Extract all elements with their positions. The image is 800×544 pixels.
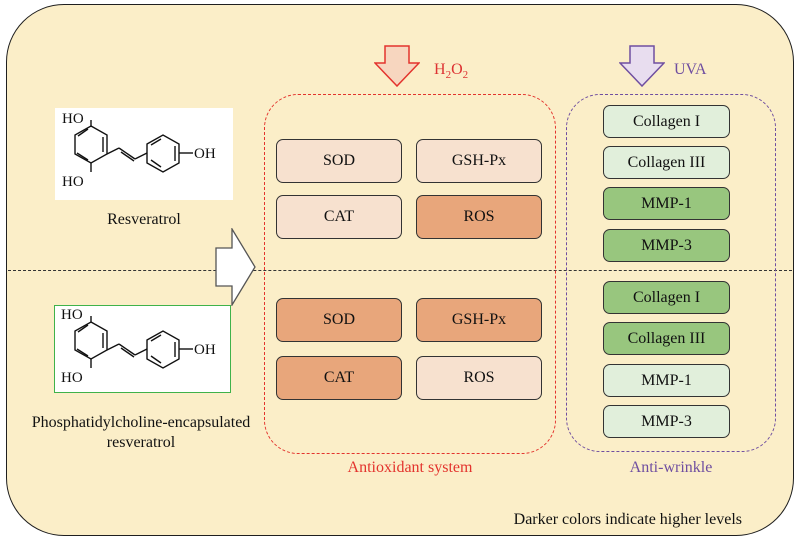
resveratrol-structure: HO HO OH [55,108,233,200]
hydroxyl-top-label: HO [62,111,84,127]
wrinkle-marker-box: MMP-1 [603,187,730,220]
encapsulated-resveratrol-structure: HO HO OH [54,305,231,393]
encapsulated-resveratrol-label: Phosphatidylcholine-encapsulated resvera… [0,413,282,453]
uva-down-arrow-icon [619,45,665,87]
h2o2-sub1: 2 [445,69,452,82]
hydroxyl-right-label: OH [194,146,216,162]
antioxidant-marker-box: CAT [276,356,402,400]
antioxidant-marker-box: CAT [276,195,402,239]
antioxidant-system-caption: Antioxidant system [347,459,473,476]
wrinkle-marker-box: MMP-3 [603,405,730,438]
wrinkle-marker-box: MMP-1 [603,364,730,397]
encapsulated-label-line1: Phosphatidylcholine-encapsulated [31,414,251,431]
comparison-divider [8,270,792,271]
uva-label: UVA [674,61,707,78]
h2o2-H: H [434,61,446,78]
wrinkle-marker-box: Collagen III [603,146,730,179]
h2o2-label: H2O2 [434,60,468,85]
resveratrol-label: Resveratrol [107,211,181,228]
resveratrol-molecule-drawing: HO HO OH [62,111,216,190]
treatment-arrow-icon [215,228,256,306]
wrinkle-marker-box: Collagen I [603,105,730,138]
antioxidant-marker-box: ROS [416,195,542,239]
h2o2-sub2: 2 [462,69,469,82]
wrinkle-marker-box: Collagen III [603,322,730,355]
wrinkle-marker-box: MMP-3 [603,229,730,262]
hydroxyl-bottom-label: HO [61,370,83,386]
wrinkle-marker-box: Collagen I [603,281,730,314]
antioxidant-system-group [264,94,556,454]
antioxidant-marker-box: GSH-Px [416,298,542,342]
anti-wrinkle-caption: Anti-wrinkle [629,459,713,476]
h2o2-O: O [451,61,463,78]
encapsulated-molecule-drawing: HO HO OH [61,307,216,386]
hydroxyl-right-label: OH [194,342,216,358]
h2o2-down-arrow-icon [374,45,420,87]
hydroxyl-top-label: HO [61,307,83,323]
hydroxyl-bottom-label: HO [62,174,84,190]
antioxidant-marker-box: GSH-Px [416,139,542,183]
anti-wrinkle-group [566,94,776,452]
antioxidant-marker-box: SOD [276,139,402,183]
encapsulated-label-line2: resveratrol [106,434,176,451]
legend-note: Darker colors indicate higher levels [513,511,742,528]
antioxidant-marker-box: SOD [276,298,402,342]
antioxidant-marker-box: ROS [416,356,542,400]
